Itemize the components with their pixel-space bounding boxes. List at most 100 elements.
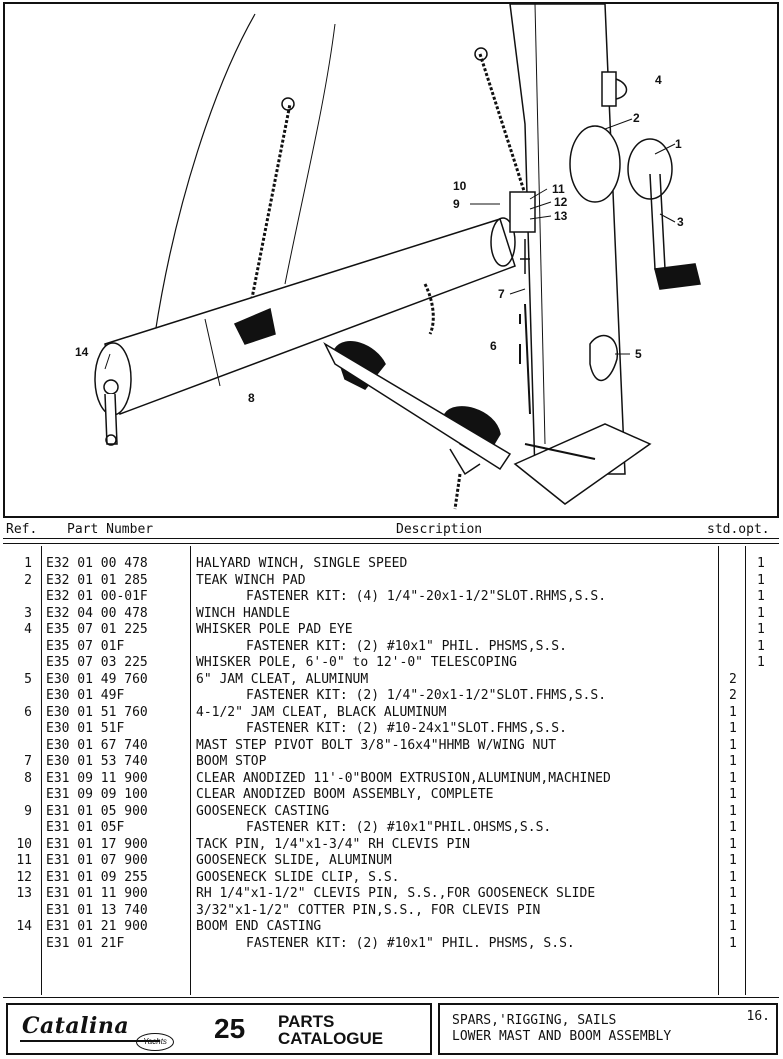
table-row: E32 01 00-01F FASTENER KIT: (4) 1/4"-20x1… [0,589,783,606]
description-cell: BOOM END CASTING [196,919,322,934]
header-part-number: Part Number [67,522,154,537]
opt-qty-cell: 1 [757,622,765,637]
callout-1: 1 [675,137,682,151]
description-cell: MAST STEP PIVOT BOLT 3/8"-16x4"HHMB W/WI… [196,737,557,753]
part-number-cell: E32 04 00 478 [46,605,148,621]
col-sep-desc [718,546,719,995]
footer-section-box: SPARS,'RIGGING, SAILS LOWER MAST AND BOO… [438,1003,778,1055]
std-qty-cell: 1 [729,935,737,951]
ref-cell: 7 [24,754,32,769]
part-number-cell: E31 01 07 900 [46,853,148,868]
std-qty-cell: 1 [729,803,737,819]
halyard-rope [243,103,292,335]
jam-cleat [589,334,618,382]
header-std-opt: std.opt. [707,522,770,537]
description-cell: CLEAR ANODIZED 11'-0"BOOM EXTRUSION,ALUM… [196,770,611,786]
logo-underline [20,1040,160,1042]
callout-9: 9 [453,197,460,211]
opt-qty-cell: 1 [757,638,765,654]
callout-4: 4 [655,73,662,87]
std-qty-cell: 1 [729,770,737,786]
part-number-cell: E31 01 13 740 [46,902,148,918]
part-number-cell: E32 01 01 285 [46,572,148,588]
callout-8: 8 [248,391,255,405]
description-cell: BOOM STOP [196,754,267,769]
std-qty-cell: 1 [729,902,737,918]
std-qty-cell: 1 [729,853,737,868]
yachts-seal: Yachts [136,1033,174,1051]
description-cell: FASTENER KIT: (2) #10x1" PHIL. PHSMS, S.… [246,935,575,951]
table-row: E30 01 49F FASTENER KIT: (2) 1/4"-20x1-1/… [0,688,783,705]
part-number-cell: E30 01 67 740 [46,737,148,753]
callout-11: 11 [552,182,565,196]
callout-6: 6 [490,339,497,353]
callout-5: 5 [635,347,642,361]
std-qty-cell: 1 [729,787,737,802]
part-number-cell: E31 01 05F [46,820,125,835]
part-number-cell: E31 01 11 900 [46,886,148,901]
header-ref: Ref. [6,522,38,537]
description-cell: GOOSENECK SLIDE CLIP, S.S. [196,869,400,885]
description-cell: TEAK WINCH PAD [196,572,306,588]
part-number-cell: E31 01 05 900 [46,803,148,819]
ref-cell: 3 [24,605,32,621]
part-number-cell: E31 01 21 900 [46,919,148,934]
section-number: 16. [746,1009,770,1024]
header-rule-top [3,538,779,539]
part-number-cell: E32 01 00-01F [46,589,148,604]
opt-qty-cell: 1 [757,655,765,670]
part-number-cell: E31 01 09 255 [46,869,148,885]
description-cell: WHISKER POLE, 6'-0" to 12'-0" TELESCOPIN… [196,655,517,670]
ref-cell: 8 [24,770,32,786]
col-sep-part [190,546,191,995]
std-qty-cell: 1 [729,886,737,901]
part-number-cell: E31 09 09 100 [46,787,148,802]
std-qty-cell: 2 [729,688,737,703]
col-sep-ref [41,546,42,995]
ref-cell: 13 [16,886,32,901]
part-number-cell: E30 01 49F [46,688,125,703]
header-rule-bottom [3,543,779,544]
part-number-cell: E35 07 01 225 [46,622,148,637]
description-cell: FASTENER KIT: (2) #10-24x1"SLOT.FHMS,S.S… [246,721,567,736]
description-cell: FASTENER KIT: (2) 1/4"-20x1-1/2"SLOT.FHM… [246,688,607,703]
boom-assembly-drawing: 1 2 3 4 5 6 7 8 9 10 11 12 13 14 [75,4,701,510]
exploded-diagram: 1 2 3 4 5 6 7 8 9 10 11 12 13 14 [3,2,779,518]
boom-tube [104,218,516,416]
description-cell: FASTENER KIT: (2) #10x1"PHIL.OHSMS,S.S. [246,820,552,835]
catalogue-title-line2: CATALOGUE [278,1029,384,1048]
callout-12: 12 [554,195,568,209]
part-number-cell: E31 01 17 900 [46,836,148,852]
description-cell: GOOSENECK CASTING [196,803,330,819]
page-number: 25 [214,1013,246,1044]
std-qty-cell: 1 [729,919,737,934]
section-title-line1: SPARS,'RIGGING, SAILS [452,1013,617,1028]
description-cell: WINCH HANDLE [196,605,290,621]
callout-14: 14 [75,345,89,359]
description-cell: TACK PIN, 1/4"x1-3/4" RH CLEVIS PIN [196,836,470,852]
description-cell: WHISKER POLE PAD EYE [196,622,353,637]
description-cell: FASTENER KIT: (4) 1/4"-20x1-1/2"SLOT.RHM… [246,589,607,604]
ref-cell: 12 [16,869,32,885]
description-cell: 6" JAM CLEAT, ALUMINUM [196,671,369,687]
part-number-cell: E30 01 51 760 [46,704,148,720]
part-number-cell: E30 01 53 740 [46,754,148,769]
ref-cell: 11 [16,853,32,868]
opt-qty-cell: 1 [757,605,765,621]
callout-7: 7 [498,287,505,301]
description-cell: 4-1/2" JAM CLEAT, BLACK ALUMINUM [196,704,447,720]
